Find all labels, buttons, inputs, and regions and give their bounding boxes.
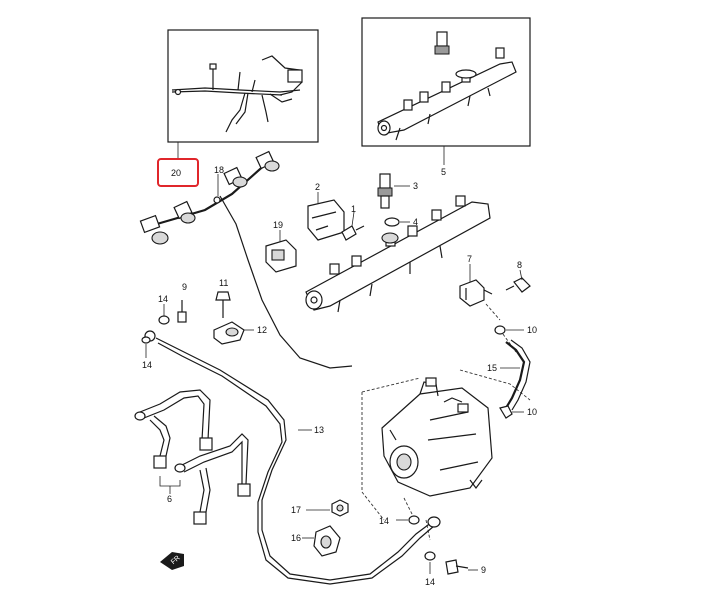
- callout-6: 6: [167, 494, 172, 504]
- part-16-clamp: [313, 525, 341, 557]
- part-14-washer-pump: [408, 515, 420, 525]
- part-9-bolt-lower: [445, 559, 469, 575]
- callout-10a: 10: [527, 325, 537, 335]
- callout-16: 16: [291, 533, 301, 543]
- callout-14b: 14: [142, 360, 152, 370]
- part-14-washer-lower: [424, 551, 436, 561]
- callout-10b: 10: [527, 407, 537, 417]
- part-6-injector-pipes: [134, 389, 251, 525]
- highlight-box-20: [157, 158, 199, 187]
- part-13-hp-pipe: [141, 330, 441, 585]
- part-7-pressure-limiter: [459, 279, 493, 307]
- leader-6: [159, 476, 181, 487]
- part-17-nut: [331, 499, 349, 517]
- callout-5: 5: [441, 167, 446, 177]
- part-12-clamp: [213, 321, 245, 345]
- part-14-washer-upper: [158, 315, 170, 325]
- callout-12: 12: [257, 325, 267, 335]
- leader-8: [519, 269, 523, 281]
- fr-label: FR: [170, 555, 182, 566]
- part-2-bracket: [307, 199, 345, 241]
- callout-13: 13: [314, 425, 324, 435]
- part-10-clamp-lower: [499, 405, 513, 419]
- callout-19: 19: [273, 220, 283, 230]
- part-4-washer: [384, 217, 400, 227]
- callout-8: 8: [517, 260, 522, 270]
- high-pressure-pump: [381, 377, 493, 497]
- callout-1: 1: [351, 204, 356, 214]
- part-3-pressure-sensor: [377, 173, 393, 209]
- callout-11: 11: [219, 278, 228, 288]
- callout-3: 3: [413, 181, 418, 191]
- fuel-rail-inset-box: [361, 17, 531, 147]
- callout-4: 4: [413, 217, 418, 227]
- part-19-clip: [265, 239, 297, 273]
- fuel-rail-main: [305, 195, 491, 313]
- callout-9a: 9: [182, 282, 187, 292]
- part-11-bolt: [215, 291, 231, 318]
- part-8-bolt: [505, 277, 531, 293]
- front-direction-marker: FR: [160, 552, 184, 570]
- part-1-bolt: [341, 225, 365, 241]
- part-9-bolt-upper: [177, 300, 187, 323]
- harness-inset-box: [167, 29, 319, 143]
- callout-2: 2: [315, 182, 320, 192]
- callout-20: 20: [171, 168, 181, 178]
- callout-18: 18: [214, 165, 224, 175]
- callout-17: 17: [291, 505, 301, 515]
- part-10-washer-upper: [494, 325, 506, 335]
- callout-14c: 14: [379, 516, 389, 526]
- part-18-harness: [139, 150, 353, 369]
- leader-1: [351, 211, 355, 227]
- callout-7: 7: [467, 254, 472, 264]
- part-15-hose: [505, 341, 526, 409]
- callout-14d: 14: [425, 577, 435, 587]
- callout-9b: 9: [481, 565, 486, 575]
- callout-15: 15: [487, 363, 497, 373]
- callout-14a: 14: [158, 294, 168, 304]
